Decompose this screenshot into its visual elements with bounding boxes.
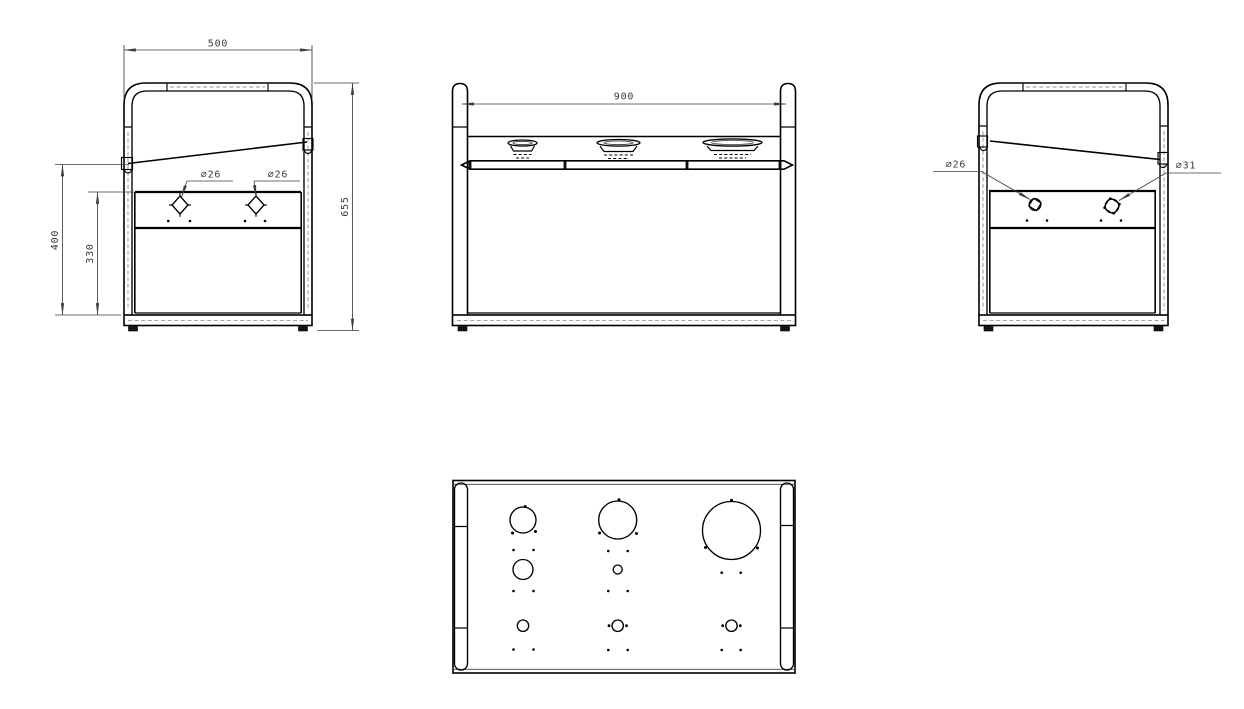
base-rail — [451, 314, 797, 332]
dimension-height-330: 330 — [85, 191, 134, 316]
base-rail — [978, 314, 1169, 332]
knob-icon — [1028, 197, 1042, 212]
dim-655-label: 655 — [340, 196, 351, 216]
knob-icon — [169, 193, 191, 217]
knob-icon — [1102, 196, 1122, 216]
dim-400-label: 400 — [50, 230, 61, 250]
view-right-side: ∅26 ∅31 — [933, 82, 1221, 332]
leader-knob-right-dia: ∅26 — [252, 170, 300, 198]
dim-330-label: 330 — [85, 243, 96, 263]
frame-tube — [123, 82, 313, 315]
side-rail-left — [453, 482, 469, 671]
dimension-width-900: 900 — [461, 92, 787, 106]
view-front: 900 — [451, 82, 797, 332]
burner-column-medium — [598, 498, 638, 652]
base-rail — [123, 314, 313, 332]
control-panel — [134, 190, 302, 314]
tilted-top-edge — [976, 135, 1169, 169]
dim-500-label: 500 — [208, 39, 228, 50]
side-rail-right — [779, 482, 795, 671]
leader-knob-left-dia: ∅26 — [181, 170, 233, 198]
control-panel — [989, 189, 1156, 314]
burner-column-large — [701, 498, 762, 652]
dimension-height-400: 400 — [50, 163, 129, 316]
frame-posts — [451, 82, 797, 315]
burner-column-small — [509, 505, 537, 651]
frame-tube — [978, 82, 1169, 315]
view-left-side: 500 655 400 330 ∅26 ∅26 — [50, 39, 359, 332]
view-top — [452, 479, 796, 674]
knob-dia-label: ∅26 — [268, 170, 288, 181]
leader-knob-small-dia: ∅26 — [933, 160, 1031, 200]
worktop-outline — [452, 479, 796, 674]
tilted-panel-edge-bar — [459, 160, 795, 170]
leader-knob-large-dia: ∅31 — [1118, 161, 1221, 201]
dimension-height-655: 655 — [314, 82, 359, 332]
dim-900-label: 900 — [614, 92, 634, 103]
knob-dia-label: ∅31 — [1176, 161, 1196, 172]
burner-icon-small — [507, 139, 538, 159]
burner-icon-large — [702, 138, 763, 159]
knob-dia-label: ∅26 — [201, 170, 221, 181]
burner-icon-medium — [596, 138, 641, 159]
dimension-width-500: 500 — [123, 39, 313, 100]
tilted-top-edge — [120, 137, 314, 174]
knob-dia-label: ∅26 — [946, 160, 966, 171]
